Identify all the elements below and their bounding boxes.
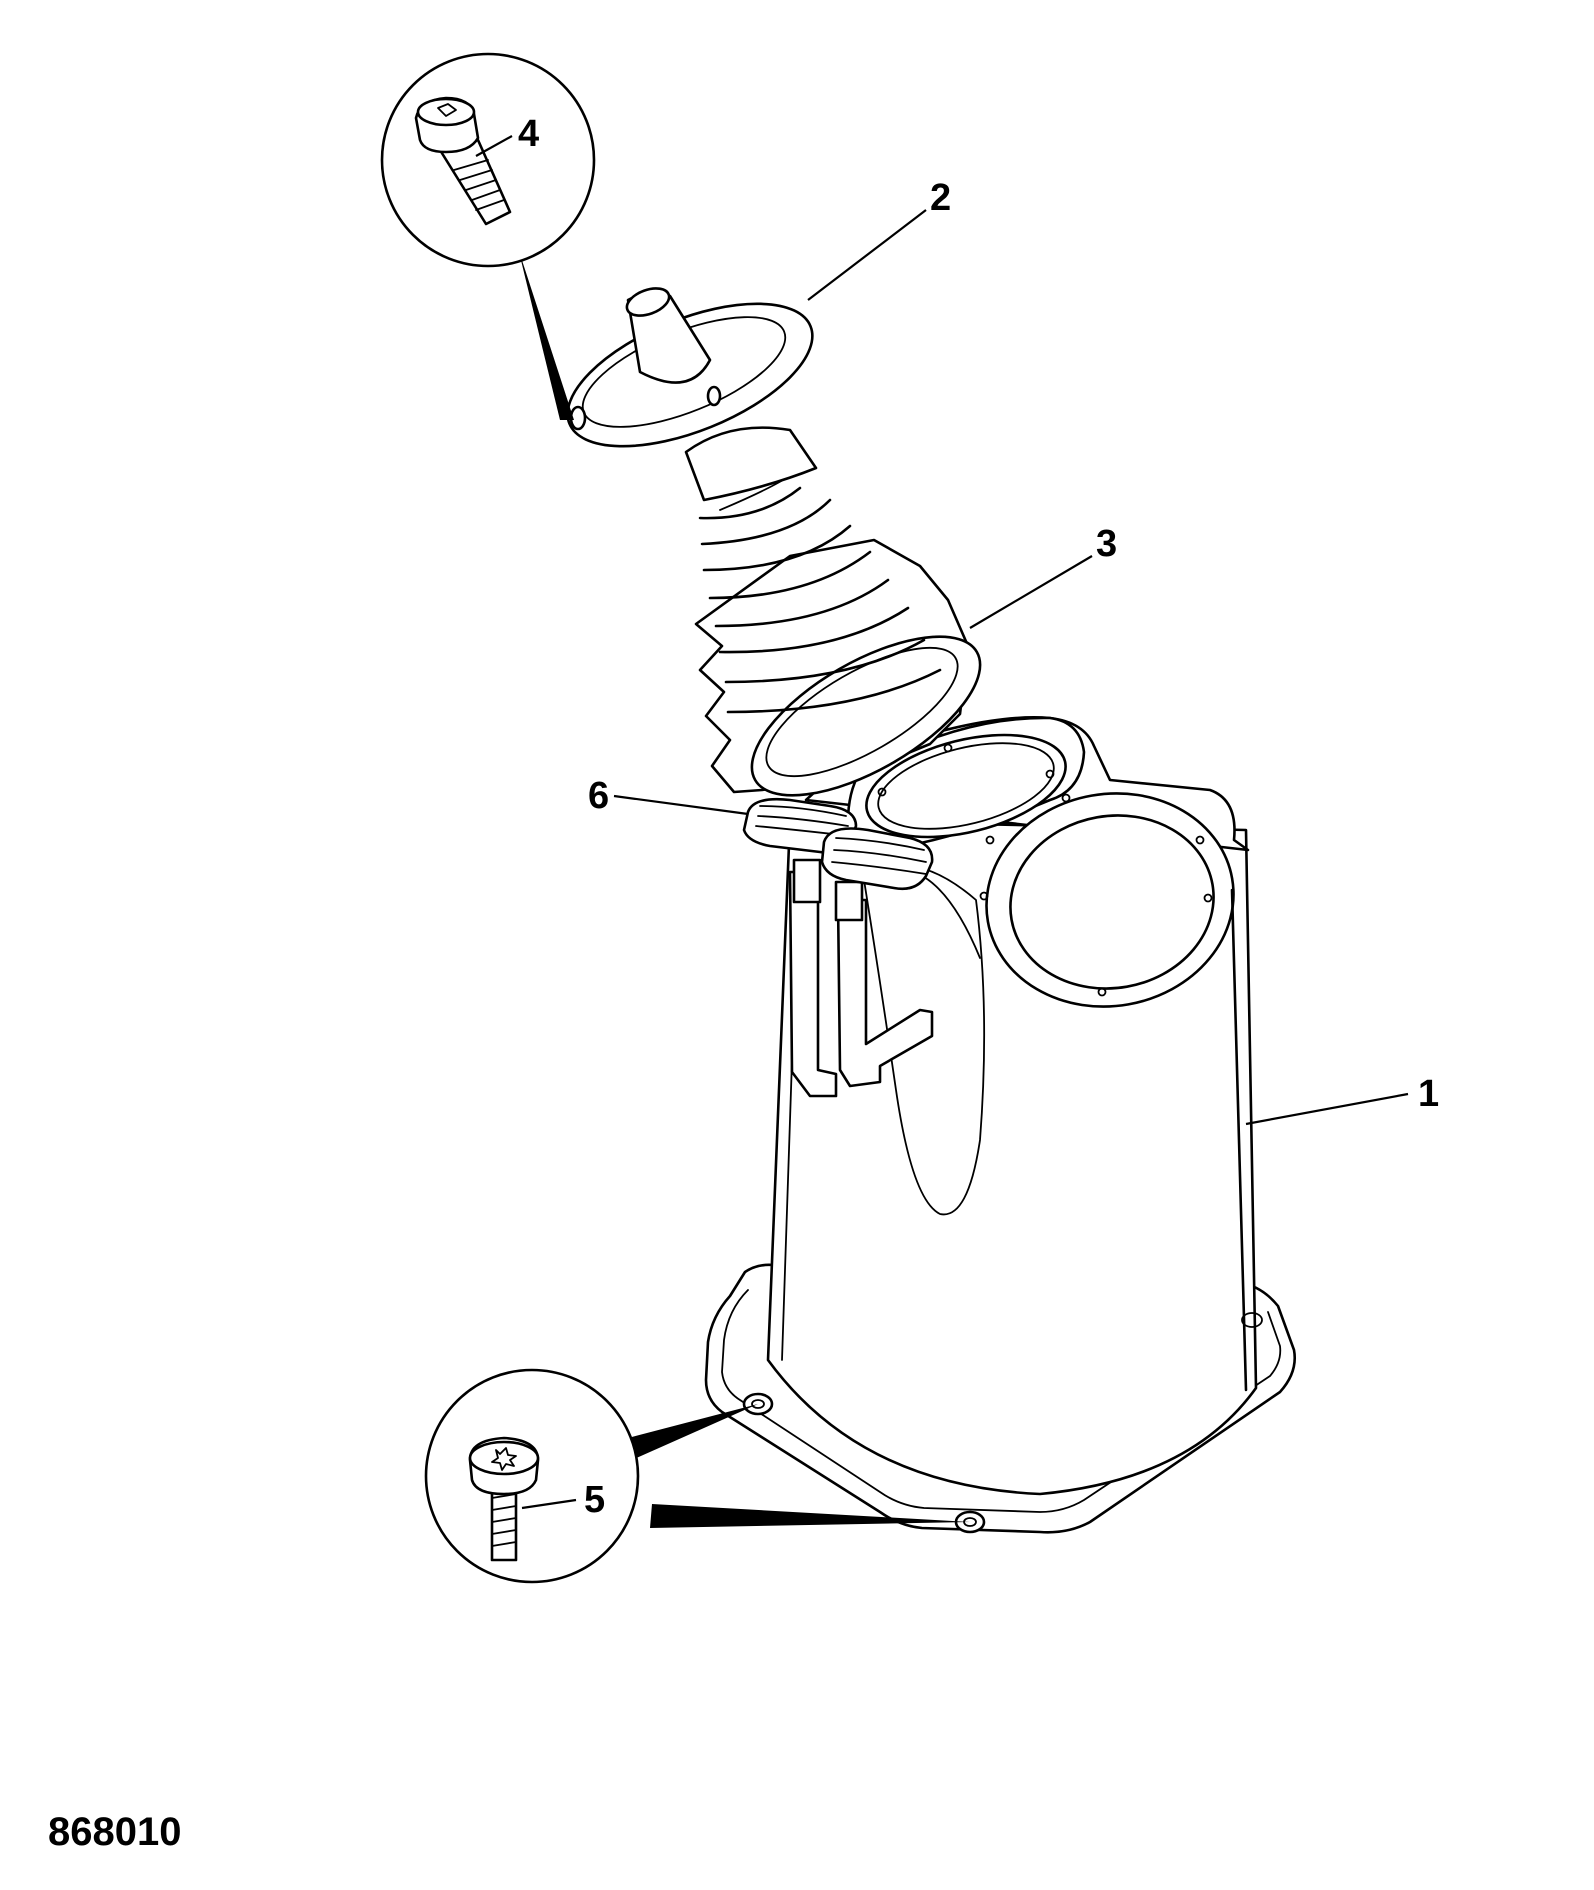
detail-circle-torxscrew — [424, 1368, 970, 1584]
detail-circle-capscrew — [380, 52, 596, 420]
callout-6: 6 — [588, 775, 609, 817]
callout-4: 4 — [518, 113, 539, 155]
leader-line-3 — [969, 555, 1093, 629]
gaiter-bellows — [684, 426, 982, 797]
leader-line-2 — [807, 209, 927, 301]
boot-cap — [566, 287, 814, 448]
lever-handles — [742, 797, 934, 1098]
console-housing — [704, 716, 1296, 1534]
callout-3: 3 — [1096, 523, 1117, 565]
callout-2: 2 — [930, 177, 951, 219]
figure-number: 868010 — [48, 1810, 182, 1854]
leader-line-1 — [1245, 1092, 1409, 1126]
leader-line-6 — [613, 794, 749, 816]
callout-5: 5 — [584, 1479, 605, 1521]
callout-1: 1 — [1418, 1073, 1439, 1115]
